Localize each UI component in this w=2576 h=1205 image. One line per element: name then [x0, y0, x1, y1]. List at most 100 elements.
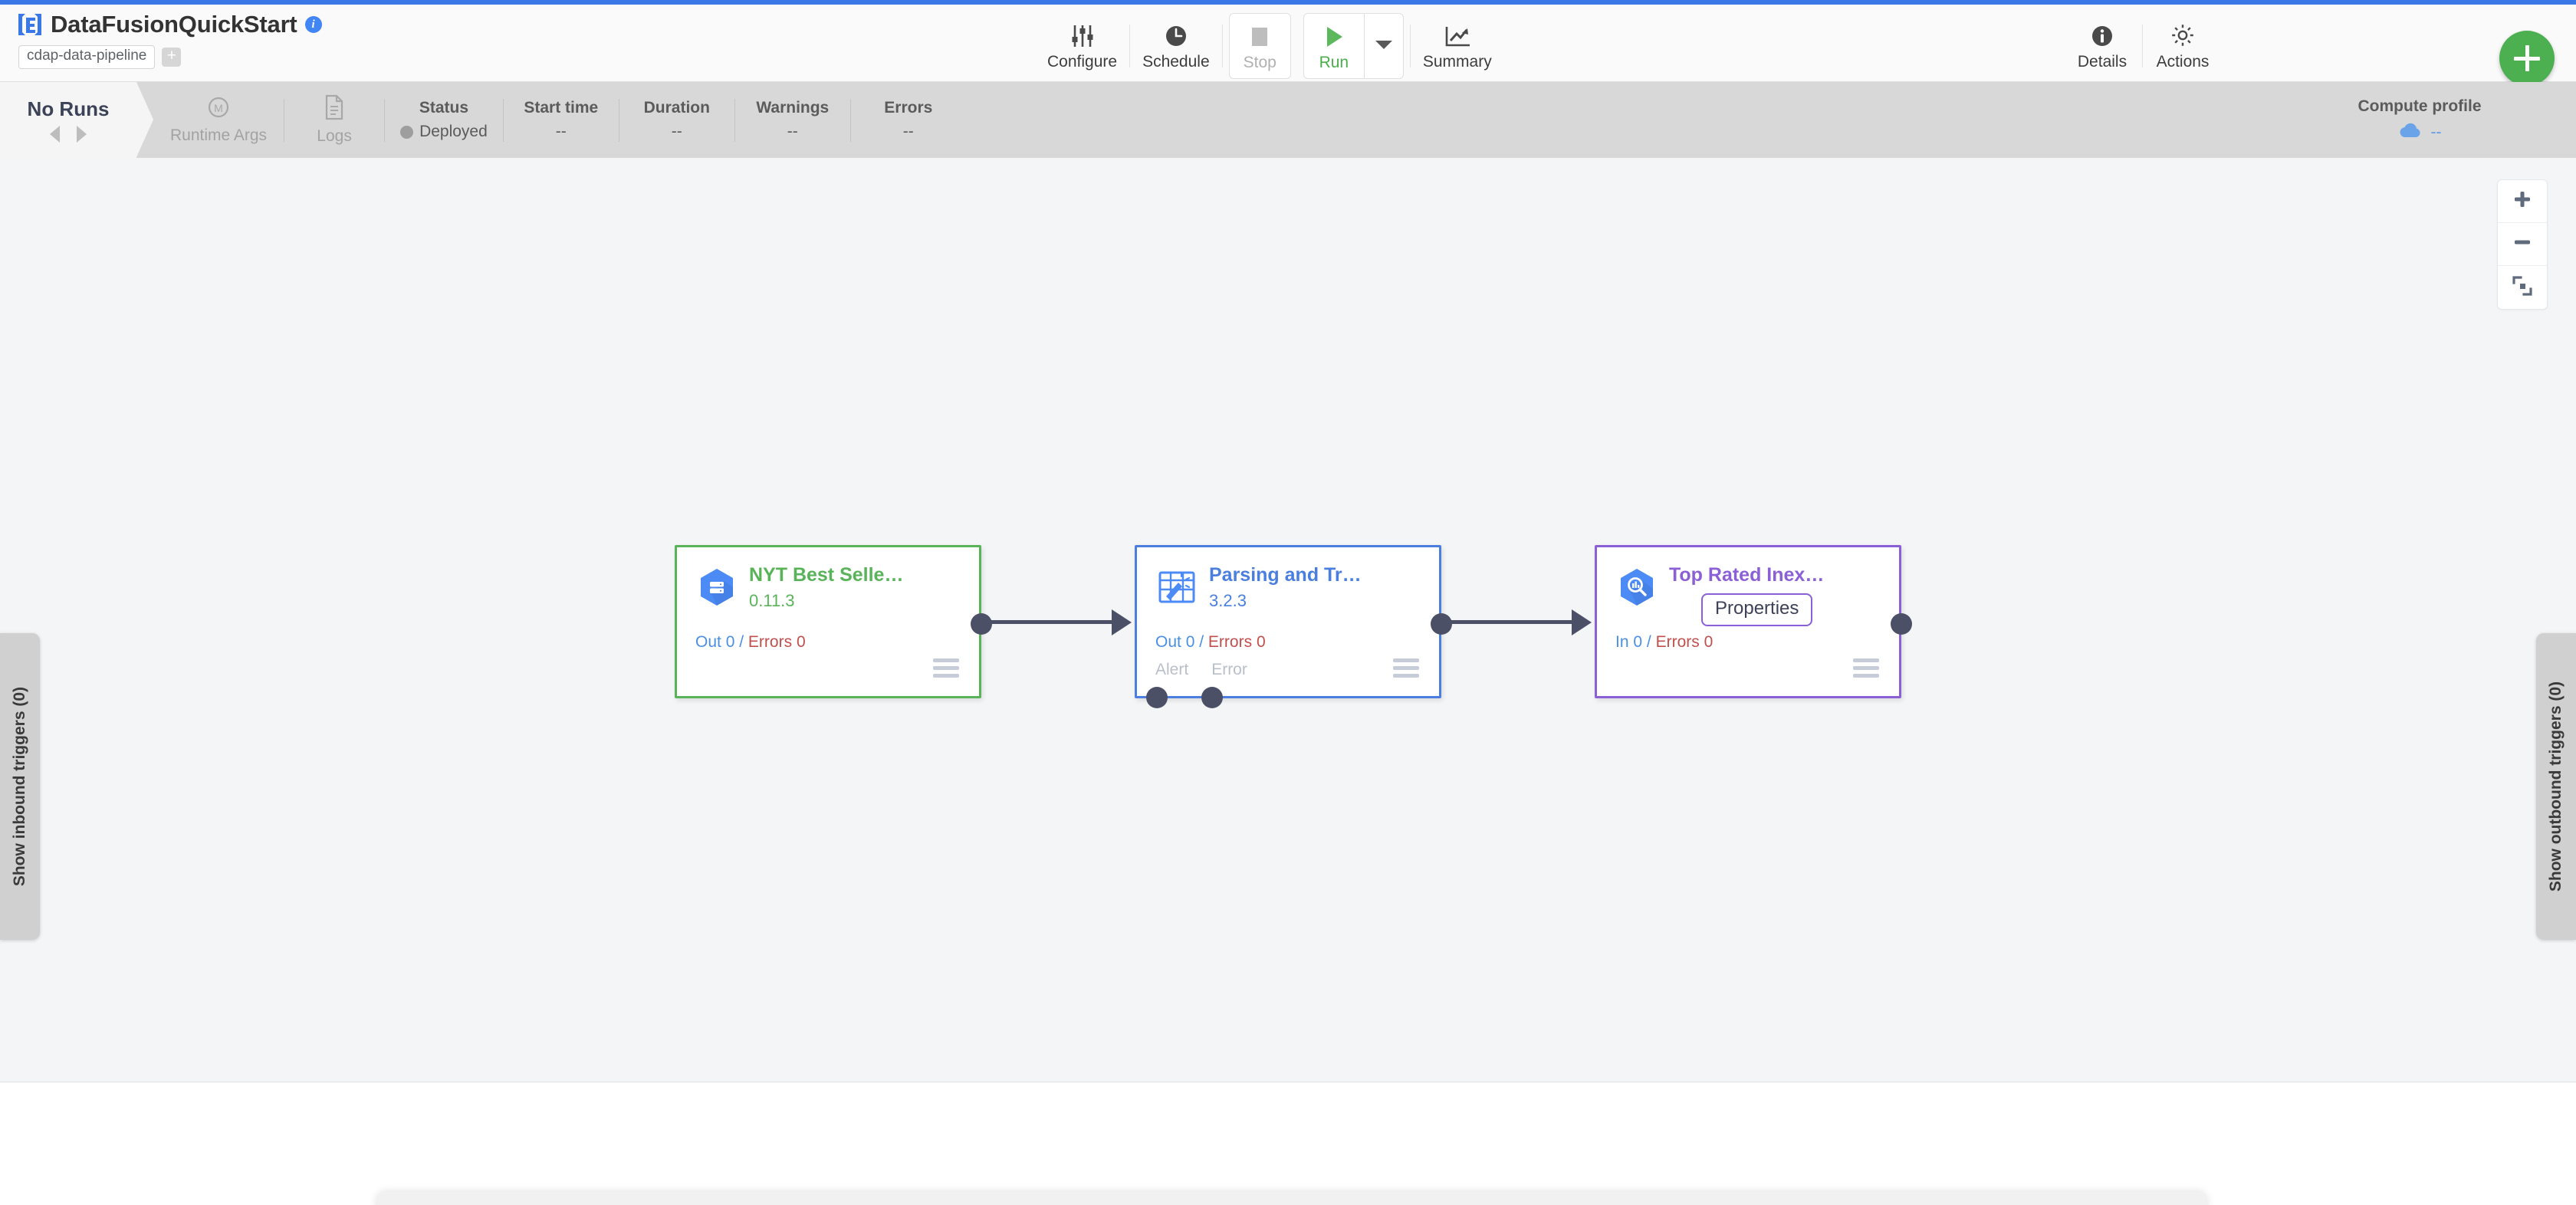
compute-profile[interactable]: Compute profile -- — [2343, 82, 2496, 158]
node-transform-error-port-label[interactable]: Error — [1211, 661, 1247, 678]
node-transform-name: Parsing and Tr… — [1209, 564, 1362, 586]
cloud-icon — [2398, 122, 2423, 143]
runtime-args-label: Runtime Args — [170, 126, 268, 144]
node-sink-output-port[interactable] — [1891, 613, 1912, 635]
triangle-right-icon[interactable] — [77, 126, 87, 143]
node-sink-metric-sep: / — [1646, 633, 1651, 651]
status-divider — [734, 98, 735, 142]
logs-button[interactable]: Logs — [284, 82, 384, 158]
status-bar-items: M Runtime Args — [153, 82, 966, 158]
show-outbound-triggers-tab[interactable]: Show outbound triggers (0) — [2536, 633, 2576, 940]
gear-icon — [2170, 21, 2196, 48]
status-divider — [384, 98, 386, 142]
runtime-args-button[interactable]: M Runtime Args — [153, 82, 284, 158]
stop-square-icon — [1248, 21, 1271, 49]
details-button[interactable]: Details — [2062, 13, 2142, 79]
run-options-button[interactable] — [1365, 14, 1403, 78]
zoom-in-button[interactable] — [2498, 180, 2547, 223]
warnings-value: -- — [787, 123, 798, 140]
header-toolbar: Configure Schedule Stop — [1035, 9, 1504, 83]
node-transform-metrics: Out 0 / Errors 0 — [1155, 633, 1266, 652]
node-source-errors-value: 0 — [796, 633, 806, 651]
runs-navigator: No Runs — [0, 82, 153, 158]
run-button-box[interactable]: Run — [1303, 13, 1404, 79]
status-column-duration: Duration -- — [619, 82, 734, 158]
cdap-logo-icon — [17, 11, 43, 38]
pipeline-node-source[interactable]: NYT Best Selle… 0.11.3 Out 0 / Errors 0 — [675, 545, 992, 698]
pipeline-canvas[interactable]: Show inbound triggers (0) Show outbound … — [0, 158, 2576, 1082]
node-sink-metrics: In 0 / Errors 0 — [1615, 633, 1713, 652]
zoom-controls — [2497, 179, 2548, 310]
status-column-status: Status Deployed — [385, 82, 503, 158]
trending-up-icon — [1444, 21, 1471, 48]
status-dot-icon — [400, 125, 414, 139]
minus-icon — [2512, 232, 2532, 256]
node-transform-out-value: 0 — [1185, 633, 1195, 651]
status-divider — [502, 98, 504, 142]
node-source-out-label: Out — [695, 633, 721, 651]
node-sink-errors-label: Errors — [1655, 633, 1700, 651]
node-source-metric-sep: / — [739, 633, 744, 651]
node-sink-name: Top Rated Inex… — [1669, 564, 1825, 586]
pipeline-node-transform[interactable]: Parsing and Tr… 3.2.3 Out 0 / Errors 0 A… — [1135, 545, 1452, 708]
toolbar-divider — [1409, 25, 1411, 67]
info-icon[interactable]: i — [304, 16, 322, 33]
node-transform-metric-sep: / — [1199, 633, 1204, 651]
status-column-errors: Errors -- — [851, 82, 966, 158]
node-source-menu-button[interactable] — [933, 658, 959, 678]
stop-button[interactable]: Stop — [1230, 14, 1290, 80]
page-title: DataFusionQuickStart — [51, 11, 297, 38]
compute-profile-header: Compute profile — [2358, 97, 2482, 115]
triangle-left-icon[interactable] — [50, 126, 60, 143]
configure-button[interactable]: Configure — [1035, 13, 1129, 79]
run-button[interactable]: Run — [1304, 14, 1364, 80]
node-transform-menu-button[interactable] — [1393, 658, 1419, 678]
add-plugin-fab[interactable] — [2499, 31, 2555, 86]
chevron-down-icon — [1374, 38, 1394, 55]
add-tag-button[interactable]: + — [162, 47, 182, 67]
header-toolbar-right: Details Actions — [2062, 9, 2223, 83]
configure-label: Configure — [1047, 53, 1118, 71]
node-transform-output-port[interactable] — [1431, 613, 1452, 635]
node-sink-in-label: In — [1615, 633, 1629, 651]
run-status-bar: No Runs M Runtime Args — [0, 82, 2576, 158]
node-transform-alert-port-label[interactable]: Alert — [1155, 661, 1189, 678]
top-accent-bar — [0, 0, 2576, 5]
node-sink-menu-button[interactable] — [1853, 658, 1879, 678]
node-transform-alert-port[interactable] — [1146, 687, 1168, 708]
actions-button[interactable]: Actions — [2143, 13, 2223, 79]
duration-header: Duration — [643, 99, 710, 117]
properties-tooltip[interactable]: Properties — [1701, 593, 1813, 626]
show-inbound-triggers-tab[interactable]: Show inbound triggers (0) — [0, 633, 40, 940]
errors-value: -- — [902, 123, 914, 140]
node-source-output-port[interactable] — [971, 613, 992, 635]
node-transform-error-port[interactable] — [1201, 687, 1223, 708]
schedule-button[interactable]: Schedule — [1130, 13, 1222, 79]
toolbar-divider — [1221, 25, 1223, 67]
run-label: Run — [1319, 54, 1349, 71]
status-divider — [849, 98, 851, 142]
start-time-header: Start time — [524, 99, 599, 117]
fit-to-screen-button[interactable] — [2498, 266, 2547, 309]
clock-icon — [1164, 21, 1188, 48]
node-sink-in-value: 0 — [1633, 633, 1643, 651]
run-button-divider — [1363, 14, 1365, 78]
node-source-out-value: 0 — [725, 633, 735, 651]
schedule-label: Schedule — [1142, 53, 1210, 71]
node-transform-out-label: Out — [1155, 633, 1181, 651]
artifact-type-chip[interactable]: cdap-data-pipeline — [18, 45, 156, 69]
stop-button-box[interactable]: Stop — [1228, 13, 1291, 80]
errors-header: Errors — [884, 99, 933, 117]
zoom-out-button[interactable] — [2498, 223, 2547, 266]
connection-line-1 — [985, 620, 1116, 624]
svg-text:M: M — [214, 102, 223, 114]
properties-tooltip-label: Properties — [1715, 598, 1799, 619]
node-source-name: NYT Best Selle… — [749, 564, 904, 586]
summary-button[interactable]: Summary — [1411, 13, 1504, 79]
node-transform-version: 3.2.3 — [1209, 590, 1247, 610]
pipeline-node-sink[interactable]: Top Rated Inex… Properties In 0 / Errors… — [1595, 545, 1912, 698]
toolbar-divider — [1129, 25, 1131, 67]
app-header: DataFusionQuickStart i cdap-data-pipelin… — [0, 5, 2576, 86]
fit-screen-icon — [2512, 275, 2533, 300]
